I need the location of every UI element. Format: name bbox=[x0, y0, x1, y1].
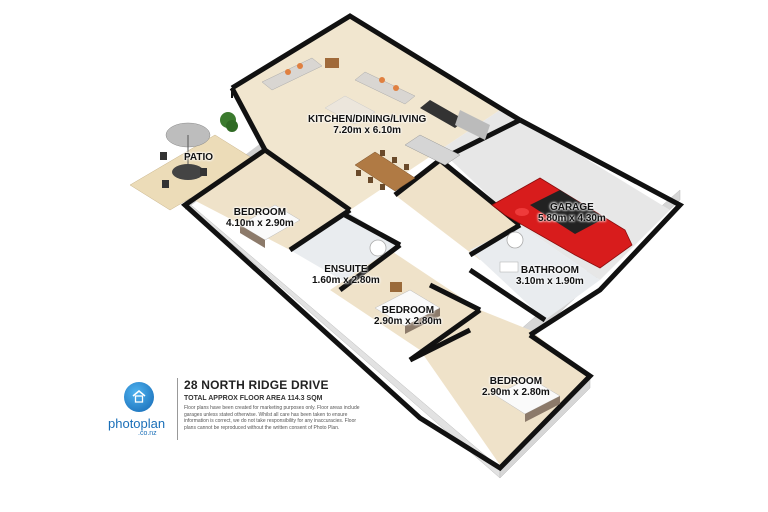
logo-brand: photoplan bbox=[108, 416, 166, 431]
logo-domain: .co.nz bbox=[138, 430, 157, 437]
living-furniture bbox=[261, 57, 416, 125]
bathroom-fixtures bbox=[369, 231, 524, 273]
wall-tops bbox=[180, 13, 685, 472]
room-name: PATIO bbox=[184, 152, 214, 163]
room-name: GARAGE bbox=[549, 202, 594, 213]
disclaimer: Floor plans have been created for market… bbox=[184, 405, 360, 431]
kitchen-furniture bbox=[404, 100, 490, 166]
room-size: 2.90m x 2.80m bbox=[482, 387, 550, 398]
room-name: BEDROOM bbox=[381, 305, 435, 316]
red-car bbox=[491, 177, 633, 269]
room-label-bedroom-2: BEDROOM 2.90m x 2.80m bbox=[374, 305, 442, 327]
room-label-garage: GARAGE 5.80m x 4.30m bbox=[538, 202, 606, 224]
room-label-ensuite: ENSUITE 1.60m x 2.80m bbox=[312, 264, 380, 286]
patio-furniture bbox=[160, 122, 211, 188]
room-label-patio: PATIO bbox=[184, 152, 213, 163]
room-size: 3.10m x 1.90m bbox=[516, 276, 584, 287]
room-label-bedroom-3: BEDROOM 2.90m x 2.80m bbox=[482, 376, 550, 398]
room-size: 4.10m x 2.90m bbox=[226, 218, 294, 229]
room-size: 5.80m x 4.30m bbox=[538, 213, 606, 224]
room-name: BATHROOM bbox=[520, 265, 579, 276]
property-info: 28 NORTH RIDGE DRIVE TOTAL APPROX FLOOR … bbox=[184, 378, 364, 431]
property-address: 28 NORTH RIDGE DRIVE bbox=[184, 378, 329, 392]
plant bbox=[220, 112, 238, 132]
photoplan-logo: photoplan .co.nz bbox=[108, 380, 174, 442]
room-name: KITCHEN/DINING/LIVING bbox=[308, 114, 427, 125]
logo-circle bbox=[124, 382, 154, 412]
room-label-bathroom: BATHROOM 3.10m x 1.90m bbox=[516, 265, 584, 287]
room-name: BEDROOM bbox=[489, 376, 543, 387]
beds bbox=[239, 204, 561, 422]
room-size: 7.20m x 6.10m bbox=[333, 125, 402, 136]
room-label-bedroom-1: BEDROOM 4.10m x 2.90m bbox=[226, 207, 294, 229]
room-name: BEDROOM bbox=[233, 207, 287, 218]
room-label-kitchen-dining-living: KITCHEN/DINING/LIVING 7.20m x 6.10m bbox=[308, 114, 426, 136]
house-icon bbox=[132, 390, 146, 403]
room-size: 2.90m x 2.80m bbox=[374, 316, 442, 327]
total-floor-area: TOTAL APPROX FLOOR AREA 114.3 SQM bbox=[184, 395, 323, 402]
info-divider bbox=[177, 378, 178, 440]
room-name: ENSUITE bbox=[324, 264, 368, 275]
room-size: 1.60m x 2.80m bbox=[312, 275, 380, 286]
dining-table bbox=[354, 150, 416, 192]
